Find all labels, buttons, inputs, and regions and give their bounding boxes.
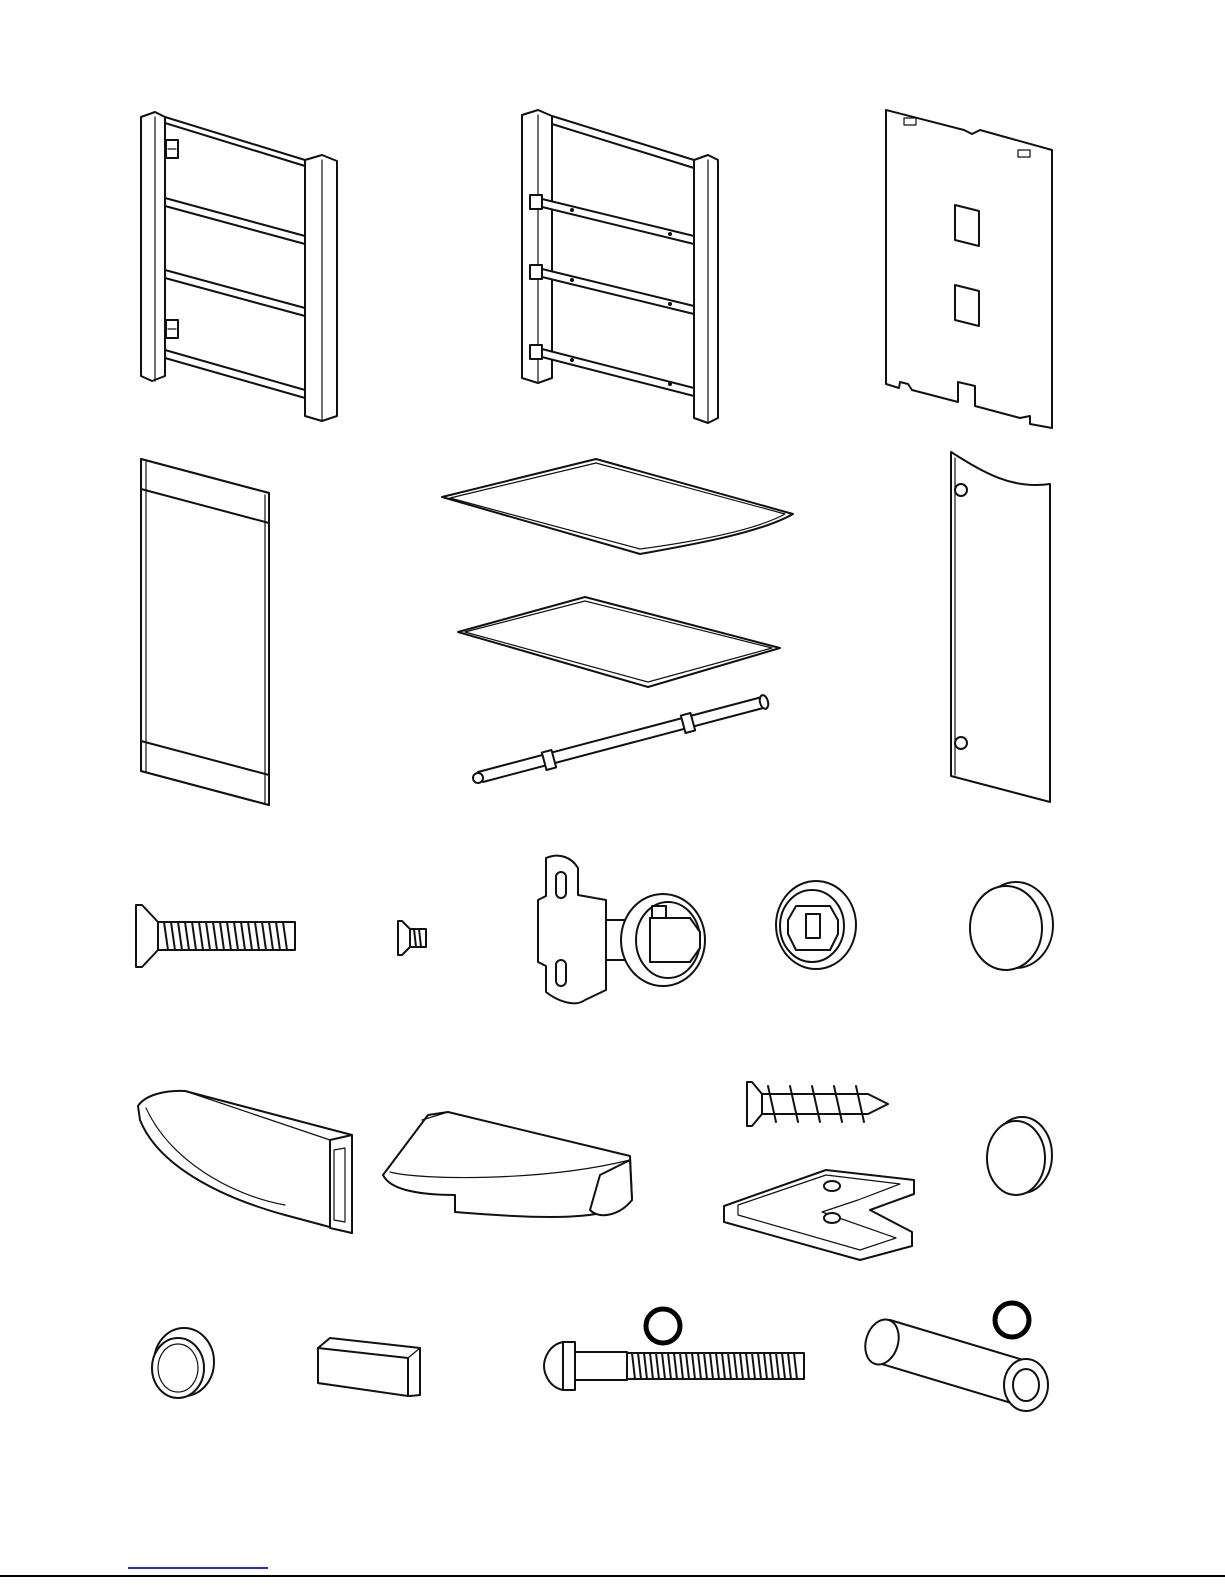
- side-glass-panel: [951, 452, 1050, 802]
- marker-ring-2: [995, 1303, 1029, 1337]
- side-frame-b: [522, 110, 718, 423]
- wood-screw: [747, 1082, 888, 1126]
- footer-rule: [0, 1575, 1225, 1577]
- shelf-support-left: [138, 1091, 352, 1233]
- short-countersunk-screw: [398, 921, 426, 955]
- round-cap: [987, 1117, 1052, 1195]
- block-spacer: [318, 1338, 420, 1396]
- door-panel: [141, 459, 269, 805]
- glass-shelf-large: [442, 459, 793, 554]
- back-panel: [886, 110, 1052, 428]
- hanging-rod: [473, 694, 770, 783]
- footer-link-underline[interactable]: [128, 1567, 268, 1569]
- spacer-tube: [860, 1315, 1048, 1411]
- side-frame-a: [141, 112, 337, 421]
- hinge-mounting-cup: [776, 881, 856, 969]
- long-countersunk-screw: [136, 905, 295, 967]
- cover-cap: [970, 882, 1053, 970]
- concealed-hinge: [538, 856, 705, 1004]
- bumper-pad: [152, 1328, 214, 1398]
- glass-shelf-small: [458, 597, 780, 687]
- machine-bolt: [544, 1342, 804, 1390]
- marker-ring-1: [646, 1309, 680, 1343]
- l-bracket: [724, 1170, 914, 1260]
- shelf-support-right: [383, 1112, 632, 1217]
